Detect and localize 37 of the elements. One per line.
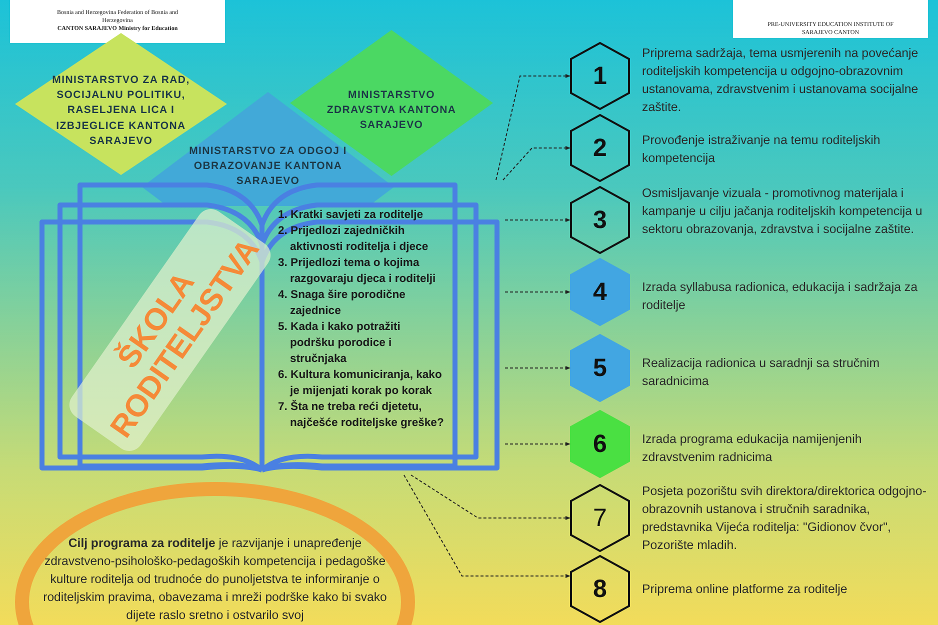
- list-item: 7. Šta ne treba reći djetetu, najčešće roditeljske greške?: [278, 399, 445, 431]
- step-description: Provođenje istraživanje na temu roditeljskih kompetencija: [642, 132, 882, 167]
- step-number: 4: [592, 277, 608, 308]
- dashed-arrow: [496, 74, 570, 180]
- list-item: 4. Snaga šire porodične zajednice: [278, 288, 406, 319]
- ministry-name: MINISTARSTVO ZA ODGOJ I OBRAZOVANJE KANTONA SARAJEVO: [188, 144, 348, 190]
- list-item: 3. Prijedlozi tema o kojima razgovaraju djeca i roditelji: [278, 256, 437, 287]
- header-card: [733, 0, 928, 38]
- step-number: 8: [592, 574, 608, 605]
- step-description: Priprema online platforme za roditelje: [642, 581, 848, 598]
- step-description: Osmisljavanje vizuala - promotivnog materijala i kampanje u cilju jačanja roditeljskih kompetencija u sektoru obrazovanja, zdravstva i socijalne zaštite.: [642, 185, 924, 238]
- step-description: Izrada syllabusa radionica, edukacija i sadržaja za roditelje: [642, 279, 918, 314]
- ministry-name: MINISTARSTVO ZDRAVSTVA KANTONA SARAJEVO: [326, 88, 457, 134]
- step-number: 1: [592, 61, 608, 92]
- goal-text: Cilj programa za roditelje je razvijanje i unapređenje zdravstveno-psihološko-pedagoških kompetencija i pedagoške kulture roditelja od trudnoće do punoljetstva te informiranje o roditeljskim pravima, obavezama i mreži podrške kako bi svako dijete raslo sretno i ostvarilo svoj: [43, 535, 387, 624]
- dashed-arrow: [410, 474, 570, 520]
- list-item: 2. Prijedlozi zajedničkih aktivnosti roditelja i djece: [278, 224, 430, 255]
- dashed-arrow: [504, 442, 570, 446]
- dashed-arrow: [504, 290, 570, 294]
- header-card: [10, 0, 225, 43]
- step-number: 6: [592, 429, 608, 460]
- dashed-arrow: [502, 146, 570, 180]
- step-number: 2: [592, 133, 608, 164]
- dashed-arrow: [403, 474, 570, 578]
- ministry-name: MINISTARSTVO ZA RAD, SOCIJALNU POLITIKU, RASELJENA LICA I IZBJEGLICE KANTONA SARAJEVO: [51, 73, 190, 147]
- step-description: Posjeta pozorištu svih direktora/direktorica odgojno-obrazovnih ustanova i stručnih saradnika, predstavnika Vijeća roditelja: "Gidionov čvor", Pozorište mladih.: [642, 483, 928, 554]
- step-description: Priprema sadržaja, tema usmjerenih na povećanje roditeljskih kompetencija u odgojno-obrazovnim ustanovama, zdravstvenim i ustanovama socijalne zaštite.: [642, 45, 920, 116]
- list-item: 1. Kratki savjeti za roditelje: [278, 208, 424, 223]
- step-description: Izrada programa edukacija namijenjenih zdravstvenim radnicima: [642, 431, 863, 466]
- step-description: Realizacija radionica u saradnji sa stručnim saradnicima: [642, 355, 881, 390]
- step-number: 3: [592, 205, 608, 236]
- step-number: 5: [592, 353, 608, 384]
- step-number: 7: [592, 503, 608, 534]
- dashed-arrow: [504, 218, 570, 222]
- dashed-arrow: [504, 366, 570, 370]
- list-item: 5. Kada i kako potražiti podršku porodice i stručnjaka: [278, 320, 402, 367]
- list-item: 6. Kultura komuniciranja, kako je mijenjati korak po korak: [278, 368, 443, 399]
